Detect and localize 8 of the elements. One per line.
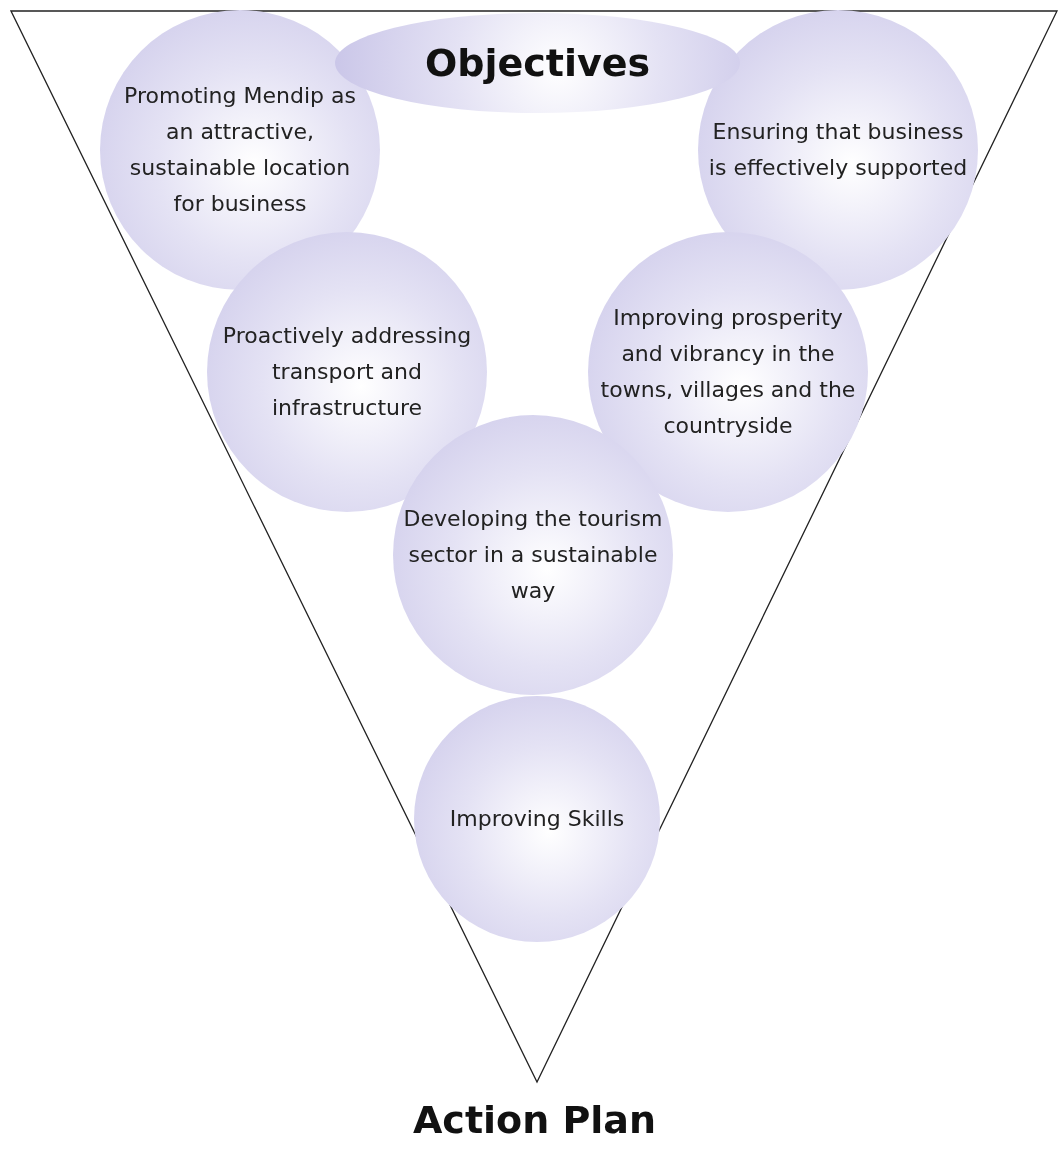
funnel-caption: Action Plan — [411, 1098, 658, 1142]
objective-text: Promoting Mendip as an attractive, sustainable location for business — [123, 82, 357, 218]
heading-text: Objectives — [424, 41, 651, 85]
objective-text: Improving Skills — [449, 805, 625, 833]
objective-text: Developing the tourism sector in a sustainable way — [402, 505, 664, 605]
objective-text: Ensuring that business is effectively supported — [707, 118, 969, 182]
objective-text: Proactively addressing transport and infrastructure — [221, 322, 473, 422]
objective-text: Improving prosperity and vibrancy in the towns, villages and the countryside — [600, 304, 856, 440]
